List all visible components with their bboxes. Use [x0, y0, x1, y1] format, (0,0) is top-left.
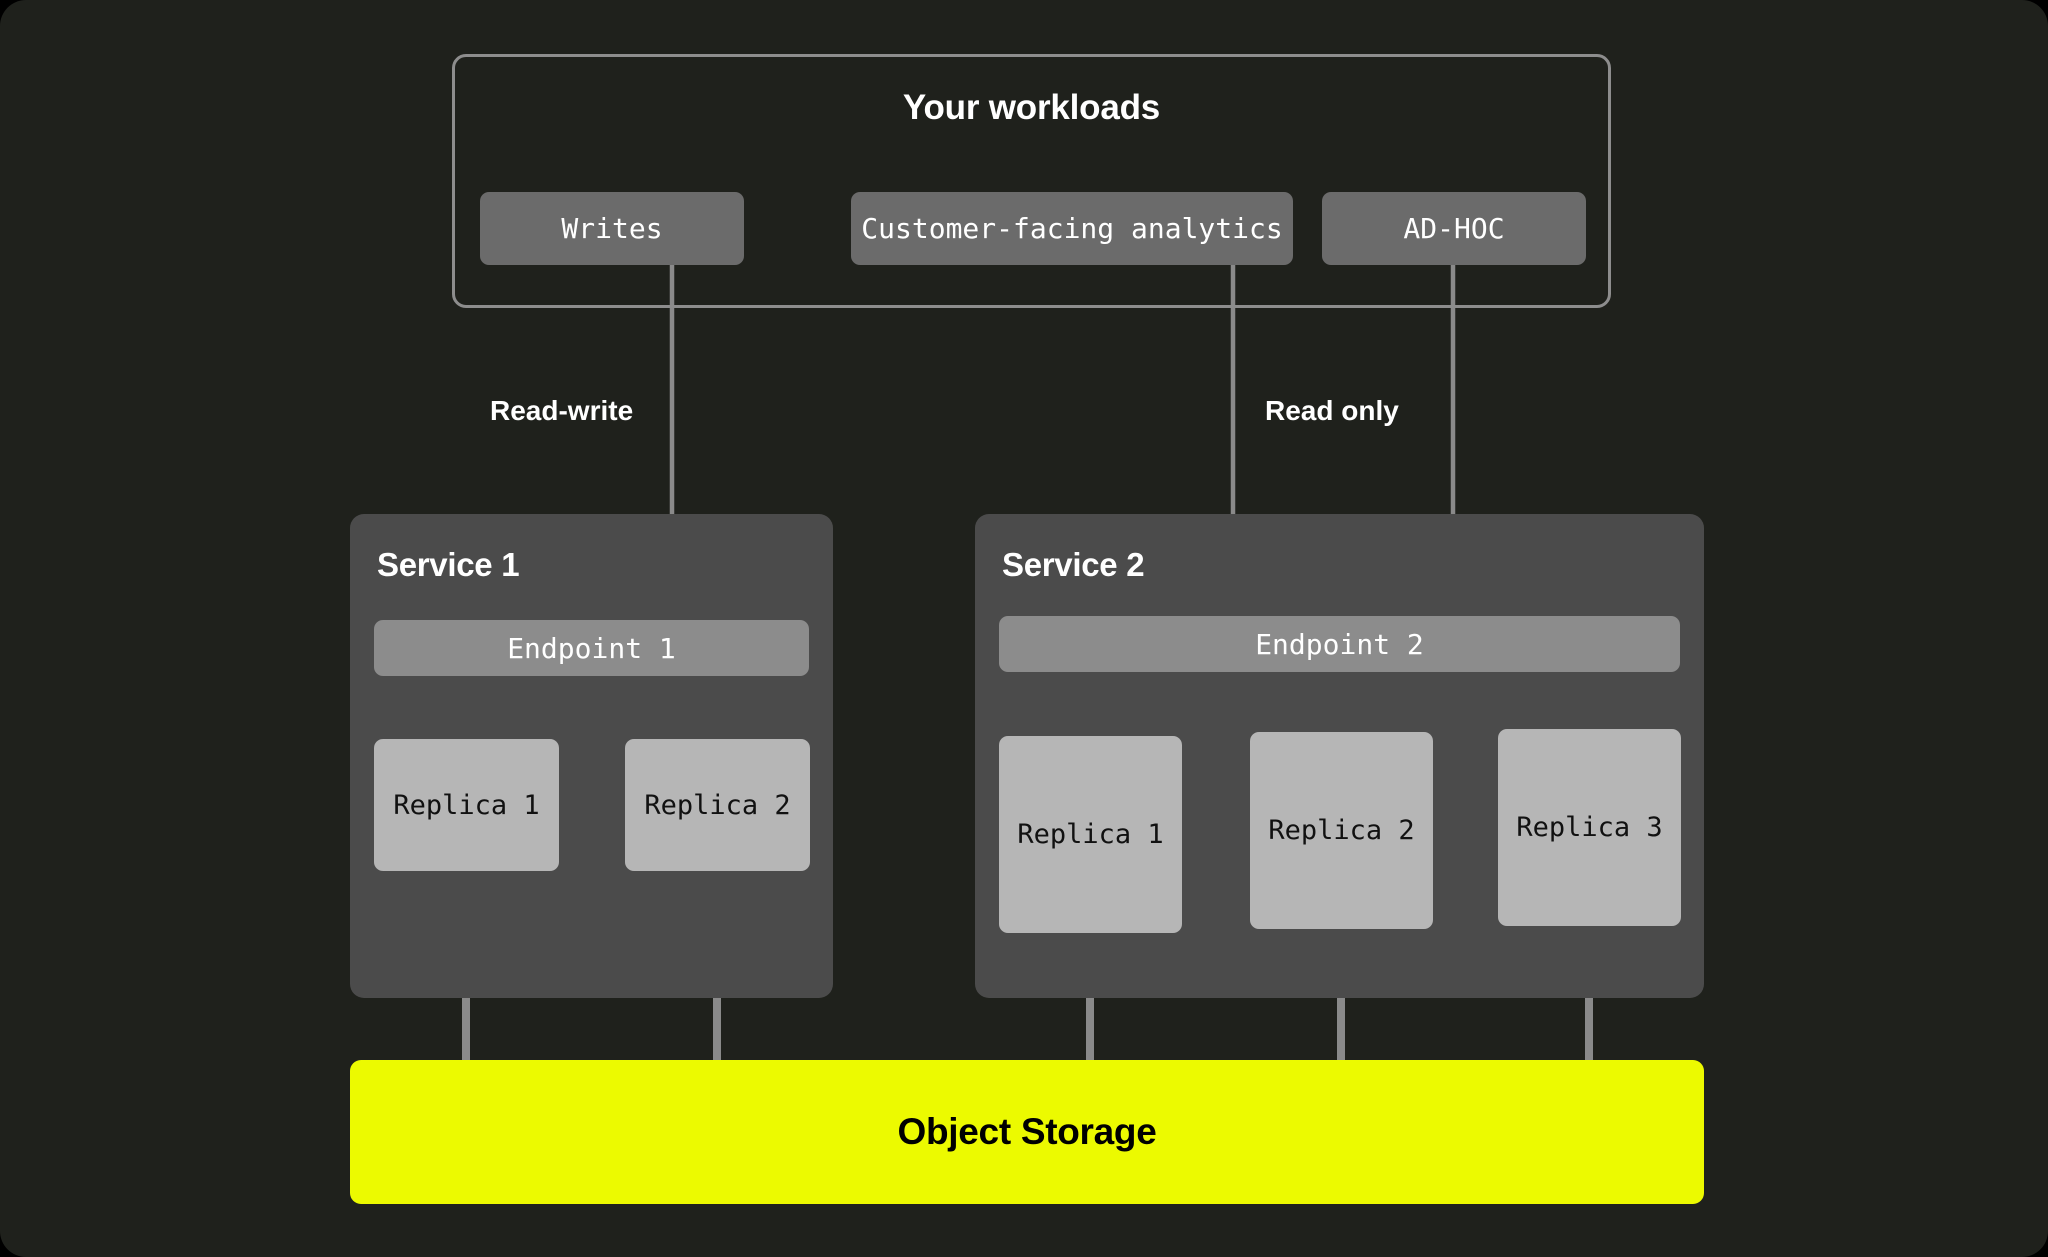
endpoint-1[interactable]: Endpoint 1	[374, 620, 809, 676]
service-2-replica-3[interactable]: Replica 3	[1498, 729, 1681, 926]
service-1-replica-2[interactable]: Replica 2	[625, 739, 810, 871]
service-1-title: Service 1	[377, 546, 520, 583]
service-2-replica-1[interactable]: Replica 1	[999, 736, 1182, 933]
service-2-replica-2[interactable]: Replica 2	[1250, 732, 1433, 929]
workload-chip-ad-hoc[interactable]: AD-HOC	[1322, 192, 1586, 265]
object-storage-bar[interactable]: Object Storage	[350, 1060, 1704, 1204]
edge-label-read-write: Read-write	[490, 395, 634, 426]
service-2-panel[interactable]: Service 2 Endpoint 2 Replica 1 Replica 2…	[975, 514, 1704, 998]
service-2-title: Service 2	[1002, 546, 1145, 583]
workload-chip-customer-facing-analytics[interactable]: Customer-facing analytics	[851, 192, 1293, 265]
service-1-panel[interactable]: Service 1 Endpoint 1 Replica 1 Replica 2	[350, 514, 833, 998]
workload-chip-writes[interactable]: Writes	[480, 192, 744, 265]
service-1-replica-1[interactable]: Replica 1	[374, 739, 559, 871]
your-workloads-title: Your workloads	[902, 88, 1161, 127]
endpoint-2[interactable]: Endpoint 2	[999, 616, 1680, 672]
your-workloads-container	[452, 54, 1611, 308]
edge-label-read-only: Read only	[1265, 395, 1399, 426]
